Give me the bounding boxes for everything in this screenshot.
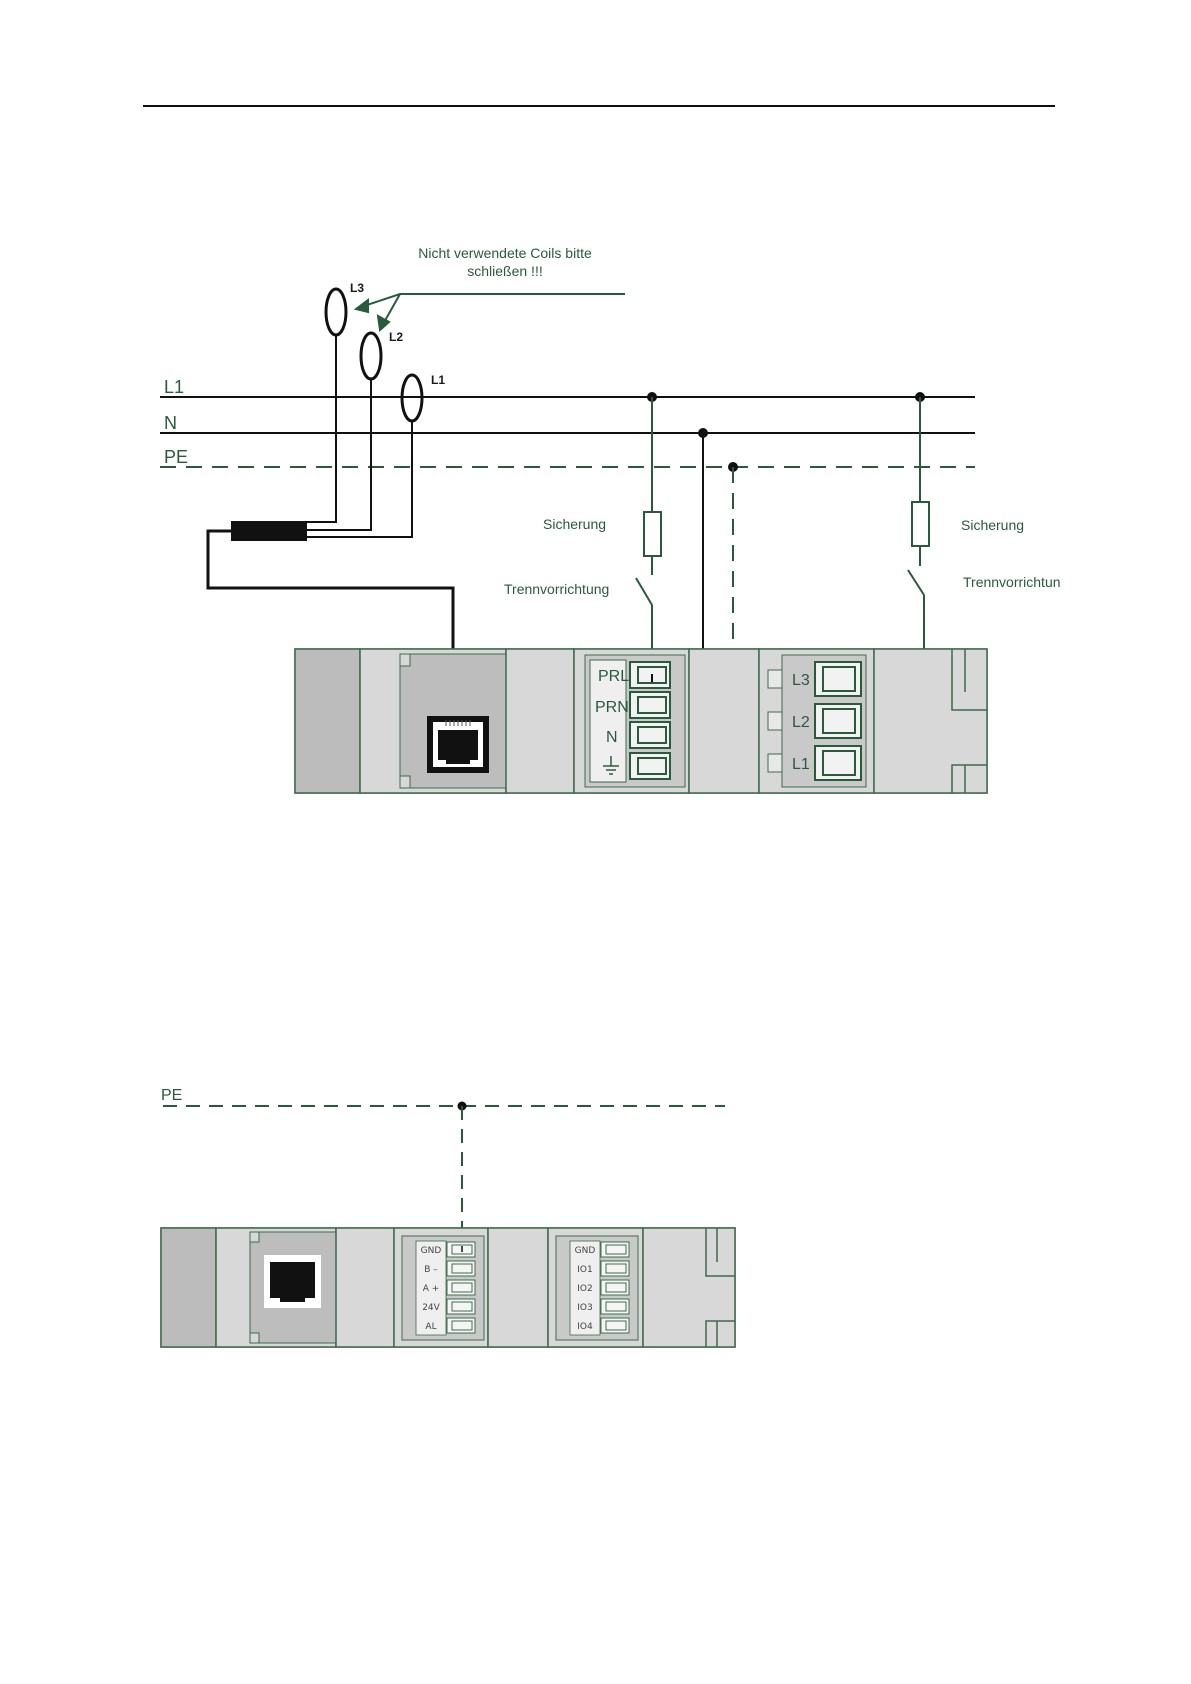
din-device-1: PRL PRN N L3 <box>295 649 987 793</box>
left-switch-label: Trennvorrichtung <box>504 581 609 597</box>
wiring-diagram-2: PE <box>161 1087 735 1347</box>
note-arrows <box>356 294 625 330</box>
line-l1-label: L1 <box>164 377 184 397</box>
terminal-l1-label: L1 <box>792 756 810 773</box>
terminal-gnd-label: GND <box>421 1246 442 1256</box>
rj45-port-icon <box>264 1255 321 1308</box>
rj45-port-icon <box>427 716 489 773</box>
terminal-l2-label: L2 <box>792 714 810 731</box>
terminal-n-label: N <box>606 729 618 746</box>
main-lines: L1 N PE <box>160 377 975 467</box>
right-fuse-label: Sicherung <box>961 517 1024 533</box>
left-branch <box>636 397 667 674</box>
left-fuse-label: Sicherung <box>543 516 606 532</box>
terminal-al-label: AL <box>425 1322 436 1332</box>
terminal-io2-label: IO2 <box>577 1284 592 1294</box>
din-device-2: GND B – A + 24V AL GND IO1 IO2 <box>161 1228 735 1347</box>
terminal-gnd2-label: GND <box>575 1246 596 1256</box>
terminal-24v-label: 24V <box>422 1303 440 1313</box>
terminal-io1-label: IO1 <box>577 1265 592 1275</box>
line-pe-label: PE <box>164 447 188 467</box>
terminal-b-minus-label: B – <box>424 1265 438 1275</box>
line-n-label: N <box>164 413 177 433</box>
terminal-a-plus-label: A + <box>423 1284 440 1294</box>
coil-l2: L2 <box>361 330 403 379</box>
coil-l1-label: L1 <box>431 373 445 387</box>
note-line-1: Nicht verwendete Coils bitte <box>418 245 592 261</box>
right-switch-label: Trennvorrichtun <box>963 574 1061 590</box>
coil-l2-label: L2 <box>389 330 403 344</box>
coil-leads <box>306 335 412 537</box>
terminal-block-b <box>815 662 861 780</box>
line-pe-label-2: PE <box>161 1087 182 1104</box>
wiring-diagram-1: Nicht verwendete Coils bitte schließen !… <box>160 245 1061 793</box>
coil-connector-block <box>231 521 307 541</box>
terminal-prl-label: PRL <box>598 668 629 685</box>
terminal-prn-label: PRN <box>595 699 629 716</box>
note-line-2: schließen !!! <box>467 263 542 279</box>
terminal-io3-label: IO3 <box>577 1303 592 1313</box>
coil-l3-label: L3 <box>350 281 364 295</box>
terminal-io4-label: IO4 <box>577 1322 593 1332</box>
terminal-l3-label: L3 <box>792 672 810 689</box>
